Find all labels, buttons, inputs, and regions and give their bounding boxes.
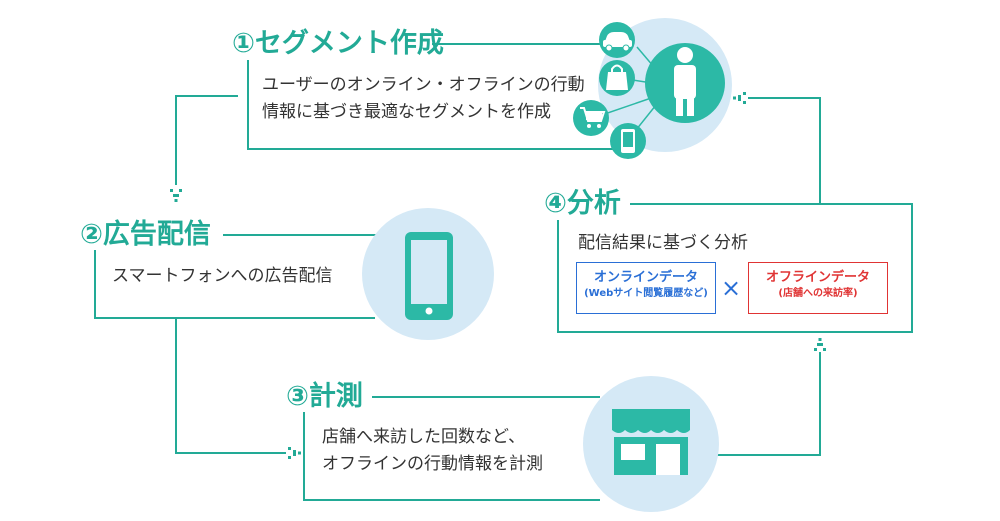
segment-to-ad-line	[175, 95, 238, 185]
measure-to-analysis-line	[715, 352, 821, 456]
phone-small-icon	[610, 123, 646, 159]
arrow-right-3	[288, 447, 301, 459]
analysis-title: ④分析	[544, 188, 621, 219]
segment-bracket	[247, 60, 630, 150]
online-data-subtitle: (Webサイト閲覧履歴など)	[584, 288, 708, 299]
smartphone-icon	[405, 232, 453, 320]
online-data-title: オンラインデータ	[593, 270, 698, 285]
measure-description-line-2: オフラインの行動情報を計測	[322, 454, 543, 474]
ad-to-measure-line	[175, 318, 286, 454]
cart-icon	[573, 100, 609, 136]
ad-title: ②広告配信	[80, 219, 211, 250]
ad-description: スマートフォンへの広告配信	[112, 266, 333, 286]
segment-description-line-1: ユーザーのオンライン・オフラインの行動	[262, 75, 585, 95]
analysis-to-segment-line	[748, 97, 821, 204]
measure-title: ③計測	[286, 381, 363, 412]
measure-bracket	[303, 412, 600, 501]
ad-bracket	[94, 250, 375, 319]
segment-title: ①セグメント作成	[232, 28, 444, 59]
analysis-description: 配信結果に基づく分析	[578, 233, 748, 253]
segment-description-line-2: 情報に基づき最適なセグメントを作成	[262, 102, 551, 122]
offline-data-title: オフラインデータ	[765, 270, 870, 285]
shopping-bag-icon	[599, 60, 635, 96]
online-data-box: オンラインデータ (Webサイト閲覧履歴など)	[576, 262, 716, 314]
measure-description-line-1: 店舗へ来訪した回数など、	[322, 427, 526, 447]
car-icon	[599, 22, 635, 58]
arrow-down-1	[170, 189, 182, 202]
store-icon	[612, 409, 690, 475]
person-icon	[645, 43, 725, 123]
offline-data-subtitle: (店舗への来訪率)	[778, 288, 858, 299]
cross-symbol: ×	[721, 274, 742, 302]
arrow-up-4	[814, 338, 826, 351]
offline-data-box: オフラインデータ (店舗への来訪率)	[748, 262, 888, 314]
analysis-frame	[557, 203, 913, 333]
arrow-left-1	[733, 92, 746, 104]
